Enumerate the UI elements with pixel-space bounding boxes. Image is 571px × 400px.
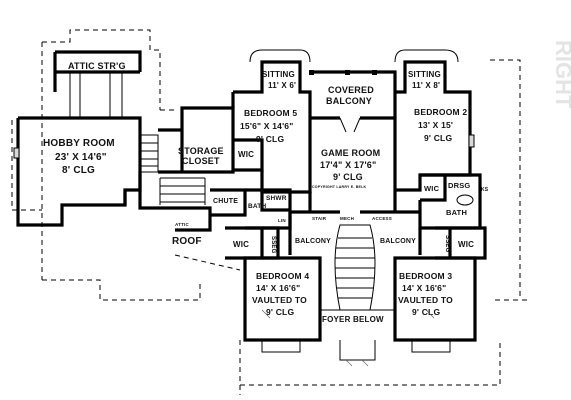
column-1 [309, 70, 314, 75]
column-3 [372, 70, 377, 75]
hobby-stair [140, 134, 159, 173]
bedroom2-size: 13' X 15' [418, 120, 453, 130]
bedroom3-walls [393, 256, 477, 342]
shwr-label: SHWR [266, 195, 287, 202]
foyer-outline [320, 309, 395, 361]
storage-closet-line1: STORAGE [178, 146, 224, 156]
game-room-name: GAME ROOM [321, 148, 380, 158]
sitting-left-size: 11' X 6' [268, 81, 296, 90]
roof-outline-left [11, 29, 201, 301]
game-room-walls [308, 116, 397, 212]
foyer-below-label: FOYER BELOW [322, 315, 384, 324]
attic-stair-walls [53, 50, 142, 92]
sseg-right-label: SSEG [444, 235, 450, 253]
bedroom3-size: 14' X 16'6" [402, 283, 446, 293]
roof-outline-right [490, 59, 530, 301]
bedroom5-ceiling: 9' CLG [256, 134, 284, 144]
bedroom2-name: BEDROOM 2 [414, 107, 467, 117]
access-label: ACCESS [372, 216, 392, 221]
balcony-right-label: BALCONY [380, 238, 416, 245]
stair-label: STAIR [312, 216, 327, 221]
wic-bed5-walls [233, 138, 264, 172]
bedroom3-bay [411, 340, 451, 353]
sitting-right-size: 11' X 8' [412, 81, 440, 90]
mid-stair-walls [123, 172, 212, 232]
hobby-window [13, 147, 20, 159]
bath-left-label: BATH [248, 203, 266, 210]
bedroom3-ceiling: 9' CLG [412, 307, 440, 317]
storage-closet-walls [158, 106, 235, 174]
bedroom4-ceiling: 9' CLG [266, 307, 294, 317]
wic-right-label: WIC [424, 184, 440, 193]
hobby-room-ceiling: 8' CLG [62, 165, 95, 176]
bedroom4-name: BEDROOM 4 [256, 271, 309, 281]
balcony-corridor-walls [288, 210, 422, 255]
bedroom5-size: 15'6" X 14'6" [240, 121, 293, 131]
wic-bed5-label: WIC [238, 150, 254, 159]
game-room-doors [339, 117, 361, 133]
wic-left-label: WIC [233, 240, 249, 249]
right-tub-icon [456, 194, 474, 206]
hobby-room-walls [16, 116, 142, 227]
attic-stair-label: ATTIC STR'G [68, 61, 126, 71]
bedroom4-bay [261, 340, 301, 353]
mid-stair-treads [159, 177, 206, 205]
drsg-label: DRSG [448, 181, 470, 190]
lin-label: LIN [278, 218, 286, 223]
roof-outline-bottom [174, 254, 501, 395]
chute-walls [210, 188, 247, 217]
copyright-note: COPYRIGHT LARRY E. BELK [312, 185, 367, 189]
bedroom2-bay [394, 49, 459, 63]
bath-right-label: BATH [446, 208, 467, 217]
bedroom3-vault: VAULTED TO [398, 295, 453, 305]
watermark-text: RIGHT [551, 40, 571, 109]
bedroom4-walls [243, 256, 322, 342]
balcony-left-label: BALCONY [295, 238, 331, 245]
wic-bed3-label: WIC [458, 240, 474, 249]
attic-small-label: ATTIC [175, 222, 189, 227]
bedroom2-ceiling: 9' CLG [424, 133, 452, 143]
mech-label: MECH [340, 216, 354, 221]
bedroom4-size: 14' X 16'6" [256, 283, 300, 293]
game-room-size: 17'4" X 17'6" [320, 160, 376, 170]
bedroom2-window [468, 134, 475, 148]
bedroom2-walls [395, 60, 472, 192]
hobby-room-name: HOBBY ROOM [43, 138, 115, 149]
bedroom5-name: BEDROOM 5 [244, 108, 297, 118]
covered-balcony-walls [310, 70, 397, 118]
bedroom5-bay [249, 49, 311, 63]
roof-label: ROOF [172, 236, 202, 247]
sitting-left-name: SITTING [262, 70, 295, 79]
covered-balcony-line1: COVERED [328, 85, 374, 95]
covered-balcony-line2: BALCONY [326, 96, 372, 106]
bedroom3-name: BEDROOM 3 [399, 271, 452, 281]
sseg-left-label: SSEG [270, 236, 276, 254]
game-room-ceiling: 9' CLG [333, 172, 363, 182]
sitting-right-name: SITTING [408, 70, 441, 79]
hobby-room-size: 23' X 14'6" [55, 152, 107, 163]
chute-label: CHUTE [213, 198, 238, 205]
hatch-detail [261, 309, 435, 367]
bedroom5-walls [231, 60, 312, 194]
central-stair-treads [335, 237, 375, 299]
bedroom4-vault: VAULTED TO [252, 295, 307, 305]
column-2 [345, 70, 350, 75]
attic-stair-treads [69, 72, 123, 118]
ks-label: KS [481, 187, 489, 193]
storage-closet-line2: CLOSET [182, 156, 220, 166]
